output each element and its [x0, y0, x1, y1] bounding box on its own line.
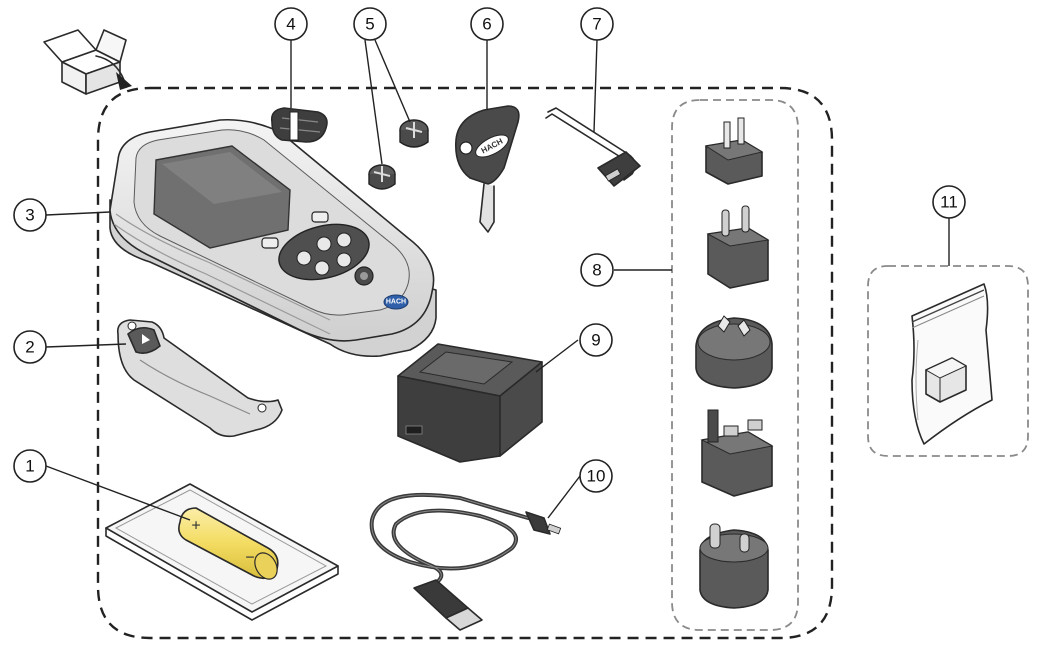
callout-11-number: 11: [940, 193, 958, 212]
callout-6-number: 6: [482, 15, 491, 34]
leader-line-3: [45, 211, 111, 216]
callout-8: 8: [580, 253, 614, 287]
callout-5-number: 5: [365, 15, 374, 34]
callout-9-number: 9: [591, 331, 600, 350]
leader-line-2: [45, 343, 127, 348]
meter-brand-logo: [383, 294, 409, 310]
leader-line-5a: [364, 39, 383, 165]
leader-line-7: [593, 39, 598, 133]
meter-illustration: HACH: [109, 118, 437, 358]
power-adapter-illustration: [397, 343, 543, 463]
callout-4: 4: [274, 7, 308, 41]
callout-3-number: 3: [25, 206, 34, 225]
lanyard-illustration: [270, 107, 328, 143]
plug-au: [695, 315, 773, 389]
meter-logo-text: HACH: [386, 299, 406, 306]
callout-5: 5: [353, 7, 387, 41]
package-contents-outline: [96, 86, 834, 640]
callout-11: 11: [932, 185, 966, 219]
usb-cover-illustration: [545, 107, 641, 187]
leader-line-1: [45, 465, 191, 521]
callout-3: 3: [13, 198, 47, 232]
battery-cover-illustration: [116, 319, 283, 438]
callout-10: 10: [579, 459, 613, 493]
accessory-bag-illustration: [911, 283, 993, 445]
battery-positive-mark: +: [191, 518, 200, 535]
callout-7-number: 7: [592, 15, 601, 34]
battery-illustration: + −: [105, 483, 339, 621]
callout-1: 1: [13, 449, 47, 483]
plug-adapters-illustration: [695, 117, 774, 609]
callout-8-number: 8: [592, 261, 601, 280]
callout-7: 7: [580, 7, 614, 41]
plug-eu: [706, 205, 770, 289]
open-box-icon: [43, 29, 132, 95]
screws-illustration: [368, 119, 429, 190]
leader-line-9: [535, 339, 579, 373]
callout-2: 2: [13, 330, 47, 364]
plug-us: [704, 117, 764, 185]
usb-cable-illustration: [369, 492, 562, 631]
leader-line-10: [547, 475, 581, 519]
plug-round-pin: [699, 523, 769, 609]
callout-10-number: 10: [587, 467, 606, 486]
key-screwdriver-illustration: HACH: [454, 105, 520, 233]
callout-6: 6: [470, 7, 504, 41]
callout-1-number: 1: [25, 457, 34, 476]
battery-negative-mark: −: [245, 550, 254, 567]
callout-4-number: 4: [286, 15, 295, 34]
callout-9: 9: [579, 323, 613, 357]
leader-line-5b: [374, 39, 411, 123]
plug-uk: [700, 409, 774, 497]
callout-2-number: 2: [25, 338, 34, 357]
accessory-bag-outline: [867, 265, 1029, 457]
